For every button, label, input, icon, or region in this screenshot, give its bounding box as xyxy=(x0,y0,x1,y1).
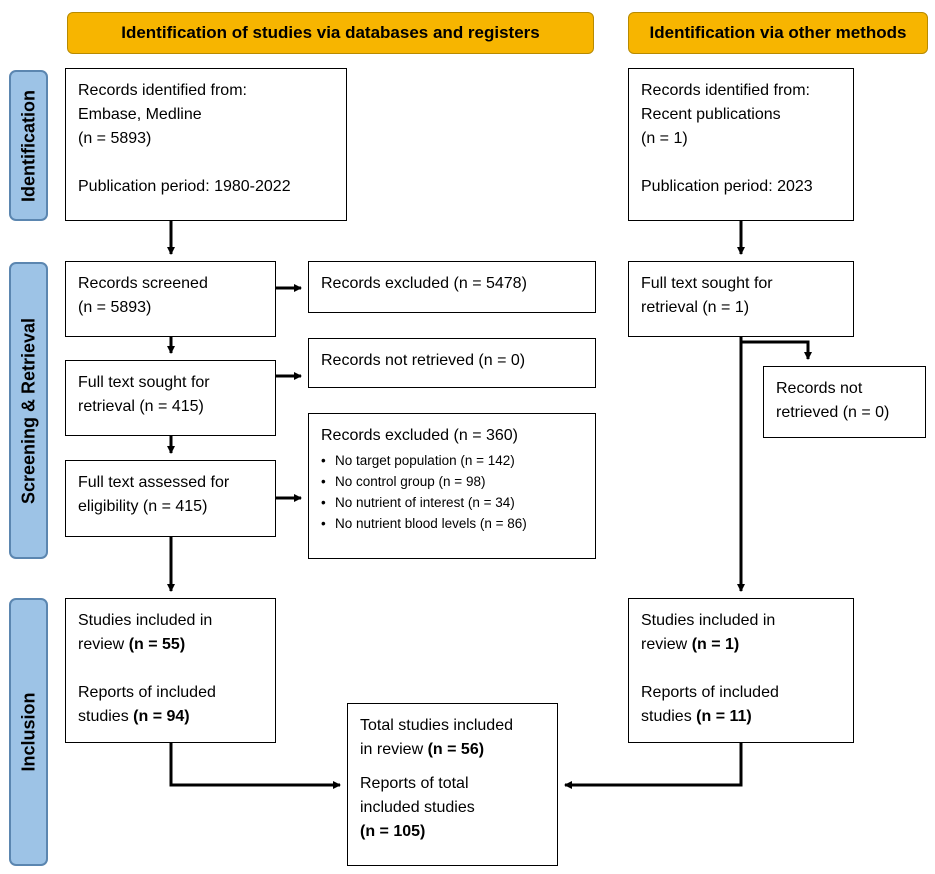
header-databases-label: Identification of studies via databases … xyxy=(121,23,540,42)
db-not-retrieved-label: Records not retrieved (n = 0) xyxy=(321,352,526,369)
total-line2-text: in review xyxy=(360,741,428,758)
other-included-line4-text: studies xyxy=(641,708,697,725)
total-line3: Reports of total xyxy=(360,775,469,792)
db-full-text-assessed-box: Full text assessed for eligibility (n = … xyxy=(65,460,276,537)
other-included-line1: Studies included in xyxy=(641,612,776,629)
other-not-retrieved-line1: Records not xyxy=(776,380,863,397)
db-included-line2-text: review xyxy=(78,636,129,653)
db-screened-line1: Records screened xyxy=(78,275,208,292)
list-item: No control group (n = 98) xyxy=(321,471,583,492)
other-full-text-sought-box: Full text sought for retrieval (n = 1) xyxy=(628,261,854,337)
arrow-other-included-to-total xyxy=(564,743,743,789)
other-included-reports-count: (n = 11) xyxy=(696,708,752,725)
other-sought-line2: retrieval (n = 1) xyxy=(641,299,750,316)
total-reports-count: (n = 105) xyxy=(360,823,426,840)
db-exclusion-title: Records excluded (n = 360) xyxy=(321,427,518,444)
list-item: No nutrient blood levels (n = 86) xyxy=(321,513,583,534)
db-included-studies-count: (n = 55) xyxy=(128,636,186,653)
header-databases: Identification of studies via databases … xyxy=(67,12,594,54)
total-line1: Total studies included xyxy=(360,717,513,734)
total-studies-count: (n = 56) xyxy=(427,741,485,758)
other-identified-line1: Records identified from: xyxy=(641,82,810,99)
db-records-identified-box: Records identified from: Embase, Medline… xyxy=(65,68,347,221)
total-included-box: Total studies included in review (n = 56… xyxy=(347,703,558,866)
other-included-line2-text: review xyxy=(641,636,692,653)
db-included-line4-text: studies xyxy=(78,708,134,725)
db-included-reports-count: (n = 94) xyxy=(133,708,190,725)
arrow-db-included-to-total xyxy=(169,743,341,789)
db-assessed-line2: eligibility (n = 415) xyxy=(78,498,208,515)
list-item: No nutrient of interest (n = 34) xyxy=(321,492,583,513)
other-included-studies-count: (n = 1) xyxy=(691,636,740,653)
phase-screening-retrieval: Screening & Retrieval xyxy=(9,262,48,559)
other-records-identified-box: Records identified from: Recent publicat… xyxy=(628,68,854,221)
db-identified-line2: Embase, Medline xyxy=(78,106,202,123)
other-not-retrieved-line2: retrieved (n = 0) xyxy=(776,404,890,421)
db-identified-line1: Records identified from: xyxy=(78,82,247,99)
db-included-line1: Studies included in xyxy=(78,612,213,629)
other-identified-line3: (n = 1) xyxy=(641,130,688,147)
db-exclusion-reasons-box: Records excluded (n = 360) No target pop… xyxy=(308,413,596,559)
db-excluded-label: Records excluded (n = 5478) xyxy=(321,275,527,292)
header-other-methods-label: Identification via other methods xyxy=(649,23,907,42)
phase-inclusion: Inclusion xyxy=(9,598,48,866)
other-sought-line1: Full text sought for xyxy=(641,275,773,292)
db-not-retrieved-box: Records not retrieved (n = 0) xyxy=(308,338,596,388)
db-records-screened-box: Records screened (n = 5893) xyxy=(65,261,276,337)
other-identified-line4: Publication period: 2023 xyxy=(641,178,813,195)
db-full-text-sought-box: Full text sought for retrieval (n = 415) xyxy=(65,360,276,436)
db-records-excluded-box: Records excluded (n = 5478) xyxy=(308,261,596,313)
db-identified-line3: (n = 5893) xyxy=(78,130,152,147)
other-studies-included-box: Studies included in review (n = 1) Repor… xyxy=(628,598,854,743)
db-included-line3: Reports of included xyxy=(78,684,216,701)
phase-identification: Identification xyxy=(9,70,48,221)
total-line4: included studies xyxy=(360,799,475,816)
db-studies-included-box: Studies included in review (n = 55) Repo… xyxy=(65,598,276,743)
db-identified-line4: Publication period: 1980-2022 xyxy=(78,178,291,195)
db-exclusion-list: No target population (n = 142) No contro… xyxy=(321,450,583,534)
header-other-methods: Identification via other methods xyxy=(628,12,928,54)
other-included-line3: Reports of included xyxy=(641,684,779,701)
list-item: No target population (n = 142) xyxy=(321,450,583,471)
db-sought-line2: retrieval (n = 415) xyxy=(78,398,204,415)
db-sought-line1: Full text sought for xyxy=(78,374,210,391)
other-identified-line2: Recent publications xyxy=(641,106,781,123)
db-screened-line2: (n = 5893) xyxy=(78,299,152,316)
other-not-retrieved-box: Records not retrieved (n = 0) xyxy=(763,366,926,438)
db-assessed-line1: Full text assessed for xyxy=(78,474,230,491)
arrow-other-sought-to-not-retrieved xyxy=(741,340,812,360)
